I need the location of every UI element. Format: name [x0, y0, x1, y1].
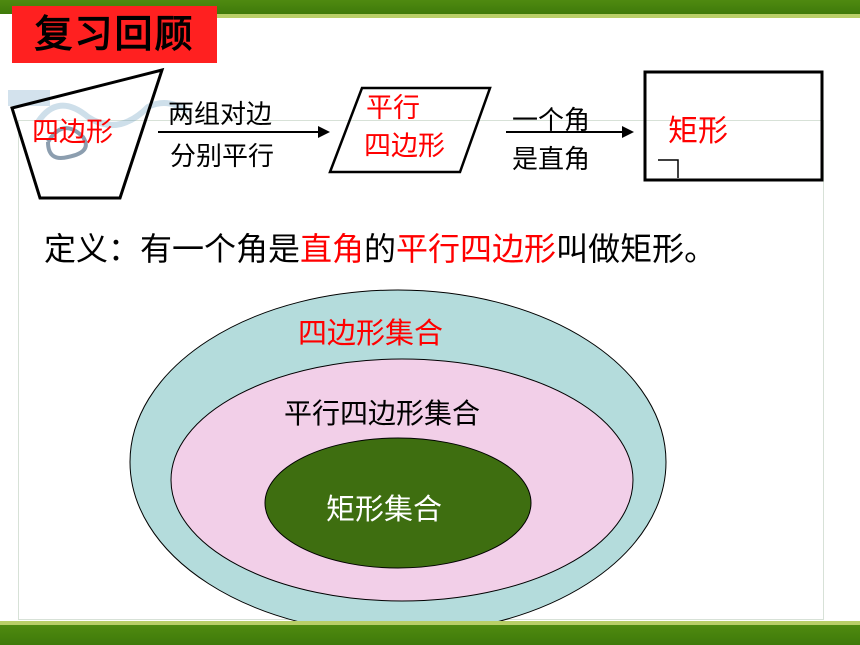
definition-middle: 的: [364, 230, 397, 268]
parallelogram-label-top: 平行: [366, 93, 420, 124]
top-stripe: [215, 14, 860, 18]
rectangle-label: 矩形: [668, 114, 728, 149]
arrow-2-label-bottom: 是直角: [512, 145, 591, 175]
definition-suffix: 叫做矩形。: [556, 230, 717, 268]
quadrilateral-shape: [10, 67, 165, 200]
venn-inner-label: 矩形集合: [326, 492, 443, 526]
arrow-1-head: [318, 126, 330, 138]
definition-highlight-parallelogram: 平行四边形: [396, 230, 557, 268]
venn-outer-label: 四边形集合: [298, 316, 444, 350]
page-title: 复习回顾: [12, 6, 217, 63]
definition-text: 定义：有一个角是直角的平行四边形叫做矩形。: [44, 224, 716, 270]
venn-middle-label: 平行四边形集合: [284, 397, 481, 430]
bottom-bar: [0, 625, 860, 645]
right-angle-mark: [658, 159, 679, 178]
parallelogram-label-bottom: 四边形: [364, 131, 445, 162]
quadrilateral-label: 四边形: [32, 117, 113, 148]
arrow-2-label-top: 一个角: [512, 106, 591, 136]
parallelogram-shape: [328, 86, 492, 174]
bottom-stripe: [0, 621, 860, 625]
arrow-1-label-top: 两组对边: [168, 100, 273, 130]
definition-highlight-right-angle: 直角: [300, 230, 365, 268]
venn-inner-ellipse: [264, 437, 532, 569]
rectangle-shape: [643, 70, 824, 182]
definition-prefix: 定义：有一个角是: [44, 230, 301, 268]
arrow-1-label-bottom: 分别平行: [170, 142, 275, 172]
arrow-2-head: [622, 126, 634, 138]
